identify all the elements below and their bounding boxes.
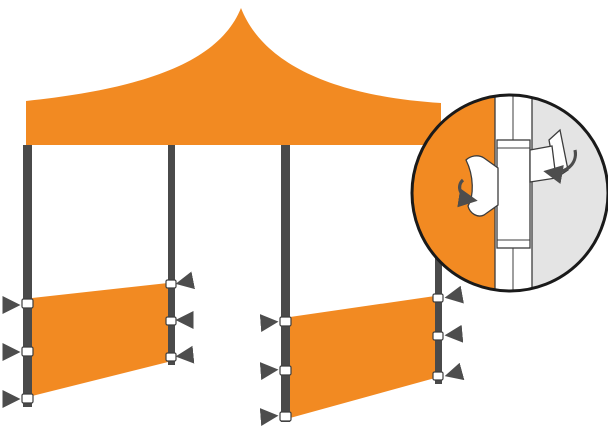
panel-clip bbox=[21, 346, 34, 357]
arrow-left-icon bbox=[175, 271, 196, 290]
arrows-back-right bbox=[444, 285, 465, 381]
curved-arrow-icon bbox=[457, 178, 478, 208]
panel-clip bbox=[432, 331, 444, 341]
panel-clip bbox=[165, 279, 177, 289]
arrows-back-left bbox=[175, 271, 196, 364]
panel-clip bbox=[432, 371, 444, 381]
curved-arrow-icon bbox=[543, 149, 577, 184]
pole-front-right bbox=[281, 145, 290, 422]
inset-sleeve bbox=[496, 139, 531, 249]
panel-clip bbox=[165, 316, 177, 326]
panel-clip bbox=[279, 316, 292, 327]
arrow-right-icon bbox=[259, 314, 279, 333]
panel-clip bbox=[21, 298, 34, 309]
inset-border bbox=[410, 93, 608, 293]
arrow-left-icon bbox=[444, 324, 464, 343]
arrow-right-icon bbox=[259, 362, 279, 381]
panel-clip bbox=[279, 365, 292, 376]
arrow-left-icon bbox=[444, 285, 464, 304]
arrow-left-icon bbox=[444, 362, 465, 381]
panel-clip bbox=[21, 393, 34, 404]
side-panel-left bbox=[32, 283, 168, 396]
pole-front-left bbox=[23, 145, 32, 407]
canopy-roof bbox=[26, 8, 441, 145]
arrows-front-right bbox=[259, 314, 279, 427]
side-panel-right bbox=[290, 296, 435, 418]
panel-clip bbox=[165, 352, 177, 362]
panel-clip bbox=[432, 293, 444, 303]
pole-back-left bbox=[168, 145, 175, 365]
panel-clip bbox=[279, 411, 292, 422]
clips-back-right bbox=[432, 293, 444, 381]
clips-front-left bbox=[21, 298, 34, 404]
detail-inset bbox=[410, 93, 608, 293]
arrow-right-icon bbox=[259, 408, 279, 427]
arrows-front-left bbox=[2, 296, 21, 408]
pole-back-right bbox=[435, 150, 442, 384]
arrow-left-icon bbox=[175, 345, 195, 364]
clips-front-right bbox=[279, 316, 292, 422]
